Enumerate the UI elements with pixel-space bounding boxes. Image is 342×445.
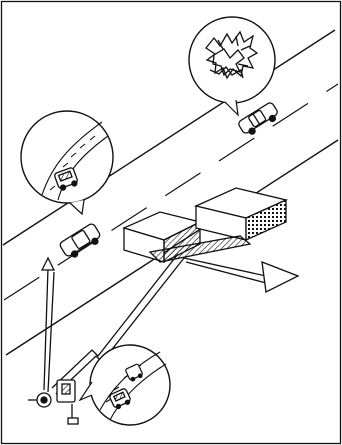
cargo-truck-icon [124,188,286,262]
thought-bubble-icon [21,111,113,203]
signal-arrow-icon [262,262,298,292]
thought-bubble-left [21,111,113,261]
signal-arrows [42,254,298,394]
car-icon [59,223,104,261]
thought-bubble-bottom [80,345,170,425]
car-icon [237,101,280,137]
thought-bubble-icon [189,17,275,103]
thought-bubble-top [189,17,281,138]
thought-bubble-icon [90,345,170,425]
